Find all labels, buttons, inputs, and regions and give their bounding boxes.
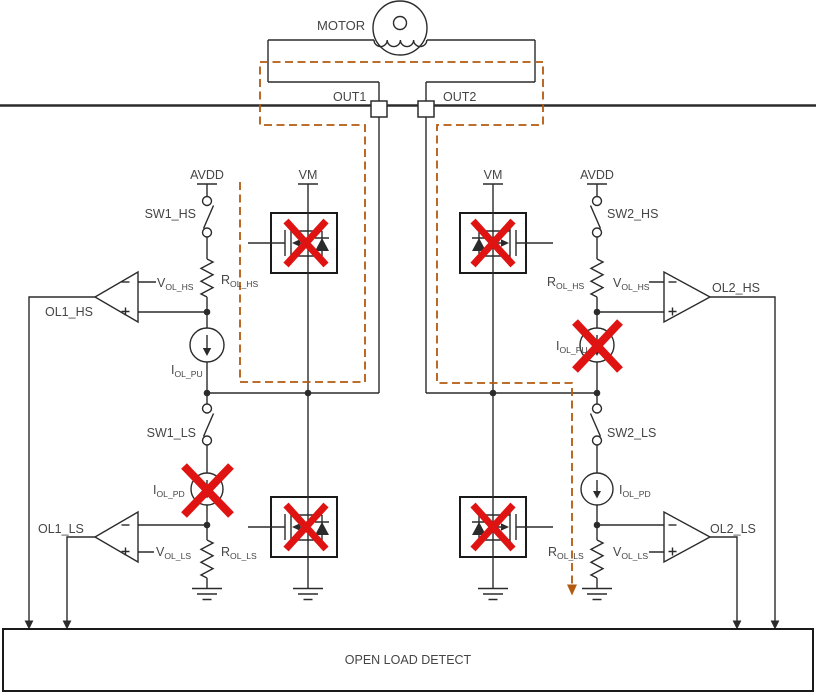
- v-ol-hs-label-left: VOL_HS: [157, 276, 194, 292]
- comparator-ol1-hs: [24, 270, 139, 630]
- r-ol-ls-label-left: ROL_LS: [221, 545, 257, 561]
- vm-column-wires: [298, 183, 503, 588]
- r-ol-hs-label-left: ROL_HS: [221, 273, 258, 289]
- v-ol-ls-label-left: VOL_LS: [156, 545, 191, 561]
- fault-x-icon-i-ol-pd-left: [181, 463, 234, 518]
- ol2-ls-label: OL2_LS: [710, 522, 756, 536]
- sw1-hs-label: SW1_HS: [145, 207, 196, 221]
- motor-lead-wires: [267, 39, 536, 101]
- motor-label: MOTOR: [317, 18, 365, 33]
- i-ol-pd-current-source-icon-right: [580, 472, 614, 506]
- ol2-hs-output-wire: [710, 296, 776, 621]
- fault-x-icon-ls-mosfet-right: [470, 502, 516, 552]
- out1-label: OUT1: [333, 90, 366, 104]
- out2-pin: [417, 100, 435, 118]
- arrow-down-icon: [24, 620, 34, 630]
- i-ol-pu-current-source-icon-left: [189, 327, 225, 363]
- junction-dots: [203, 308, 601, 529]
- sw2-ls-label: SW2_LS: [607, 426, 656, 440]
- arrow-down-icon: [62, 620, 72, 630]
- r-ol-ls-label-right: ROL_LS: [548, 545, 584, 561]
- i-ol-pd-label-left: IOL_PD: [153, 483, 185, 499]
- ol1-hs-label: OL1_HS: [45, 305, 93, 319]
- ol2-ls-output-wire: [710, 536, 738, 621]
- open-load-detect-box: [2, 628, 814, 692]
- ol2-hs-label: OL2_HS: [712, 281, 760, 295]
- ground-icon: [192, 587, 222, 601]
- fault-x-icon-i-ol-pu-right: [572, 319, 623, 373]
- comparator-ol1-ls: [62, 510, 139, 630]
- i-ol-pd-label-right: IOL_PD: [619, 483, 651, 499]
- open-load-detect-label: OPEN LOAD DETECT: [345, 653, 472, 667]
- v-ol-hs-label-right: VOL_HS: [613, 276, 650, 292]
- ol1-hs-output-wire: [28, 296, 95, 621]
- out2-label: OUT2: [443, 90, 476, 104]
- out1-pin: [370, 100, 388, 118]
- fault-x-icon-ls-mosfet-left: [283, 502, 329, 552]
- ground-icon: [478, 587, 508, 601]
- vm-label-right: VM: [484, 168, 503, 182]
- sw1-hs-switch-icon: [201, 195, 215, 238]
- comparator-ol2-ls: [663, 510, 742, 630]
- arrow-down-icon: [770, 620, 780, 630]
- plus-input-icon: [121, 547, 130, 556]
- arrow-down-icon: [567, 584, 577, 596]
- vm-label-left: VM: [299, 168, 318, 182]
- comparator-ol2-hs: [663, 270, 780, 630]
- sw2-hs-switch-icon: [589, 195, 603, 238]
- sw2-ls-switch-icon: [589, 403, 603, 446]
- motor-icon: [372, 0, 428, 56]
- i-ol-pu-label-left: IOL_PU: [171, 363, 203, 379]
- motor-winding: [373, 39, 428, 48]
- sw2-hs-label: SW2_HS: [607, 207, 658, 221]
- sw1-ls-switch-icon: [201, 403, 215, 446]
- ol1-ls-output-wire: [66, 536, 95, 621]
- arrow-down-icon: [732, 620, 742, 630]
- r-ol-hs-label-right: ROL_HS: [547, 275, 584, 291]
- fault-x-icon-hs-mosfet-left: [283, 218, 329, 268]
- plus-input-icon: [668, 307, 677, 316]
- out-pin-drop-wires: [378, 117, 427, 393]
- plus-input-icon: [121, 307, 130, 316]
- avdd-label-right: AVDD: [580, 168, 614, 182]
- i-ol-pu-label-right: IOL_PU: [556, 339, 588, 355]
- plus-input-icon: [668, 547, 677, 556]
- avdd-label-left: AVDD: [190, 168, 224, 182]
- sw1-ls-label: SW1_LS: [147, 426, 196, 440]
- ground-icon: [293, 587, 323, 601]
- ground-icon: [582, 587, 612, 601]
- ol1-ls-label: OL1_LS: [38, 522, 84, 536]
- motor-terminal: [392, 15, 408, 31]
- fault-x-icon-hs-mosfet-right: [470, 218, 516, 268]
- v-ol-ls-label-right: VOL_LS: [613, 545, 648, 561]
- ol-current-path-icon: [239, 61, 577, 596]
